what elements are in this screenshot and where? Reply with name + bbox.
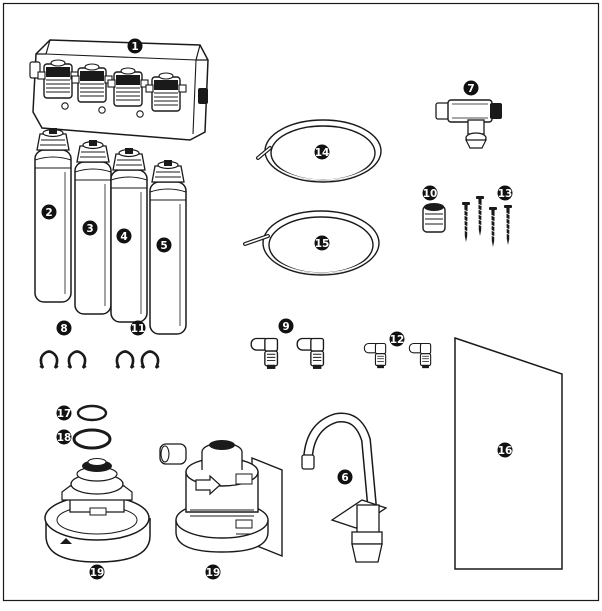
svg-text:8: 8 [60,323,67,335]
drain-saddle-assembly-illustration [159,440,283,558]
feed-valve-illustration [435,99,502,149]
part-number-16: 16 [497,442,513,458]
svg-text:7: 7 [467,83,474,95]
drain-saddle-base-illustration [44,458,151,563]
part-number-3: 3 [82,220,98,236]
svg-text:12: 12 [390,334,405,346]
part-number-12: 12 [389,331,405,347]
svg-text:19: 19 [90,567,105,579]
clips-illustration-8 [38,350,88,370]
part-number-15: 15 [314,235,330,251]
o-rings-illustration [72,404,112,450]
part-number-5: 5 [156,237,172,253]
svg-text:14: 14 [315,147,330,159]
elbow-fittings-large [250,337,325,370]
part-number-11: 11 [130,320,146,336]
svg-text:9: 9 [282,321,289,333]
svg-text:18: 18 [57,432,72,444]
part-number-1: 1 [127,38,143,54]
tubing-coil-lower [243,210,380,276]
filter-cartridges [34,127,187,335]
svg-text:19: 19 [206,567,221,579]
svg-text:6: 6 [341,472,348,484]
part-number-14: 14 [314,144,330,160]
svg-text:16: 16 [498,445,513,457]
svg-text:13: 13 [498,188,513,200]
part-number-17: 17 [56,405,72,421]
compression-nut-illustration [422,203,446,233]
elbow-fittings-small [363,342,432,369]
part-number-19-assembly: 19 [205,564,221,580]
svg-text:4: 4 [120,231,127,243]
screws-illustration [461,195,513,248]
part-number-19-base: 19 [89,564,105,580]
part-number-9: 9 [278,318,294,334]
svg-text:2: 2 [45,207,52,219]
part-number-10: 10 [422,185,438,201]
part-number-8: 8 [56,320,72,336]
diagram-border [2,2,600,602]
svg-text:3: 3 [86,223,93,235]
svg-text:15: 15 [315,238,330,250]
manifold-illustration [29,39,209,141]
svg-text:5: 5 [160,240,167,252]
tubing-coil-upper [256,119,382,183]
faucet-illustration [301,412,388,563]
part-number-badges: 1 2 3 4 5 6 7 8 9 10 11 12 13 14 15 16 1… [41,38,513,580]
clips-illustration-11 [114,350,161,370]
part-number-13: 13 [497,185,513,201]
part-number-18: 18 [56,429,72,445]
svg-text:1: 1 [131,41,138,53]
svg-text:17: 17 [57,408,72,420]
part-number-7: 7 [463,80,479,96]
part-number-2: 2 [41,204,57,220]
part-number-4: 4 [116,228,132,244]
svg-text:10: 10 [423,188,438,200]
svg-text:11: 11 [131,323,146,335]
part-number-6: 6 [337,469,353,485]
